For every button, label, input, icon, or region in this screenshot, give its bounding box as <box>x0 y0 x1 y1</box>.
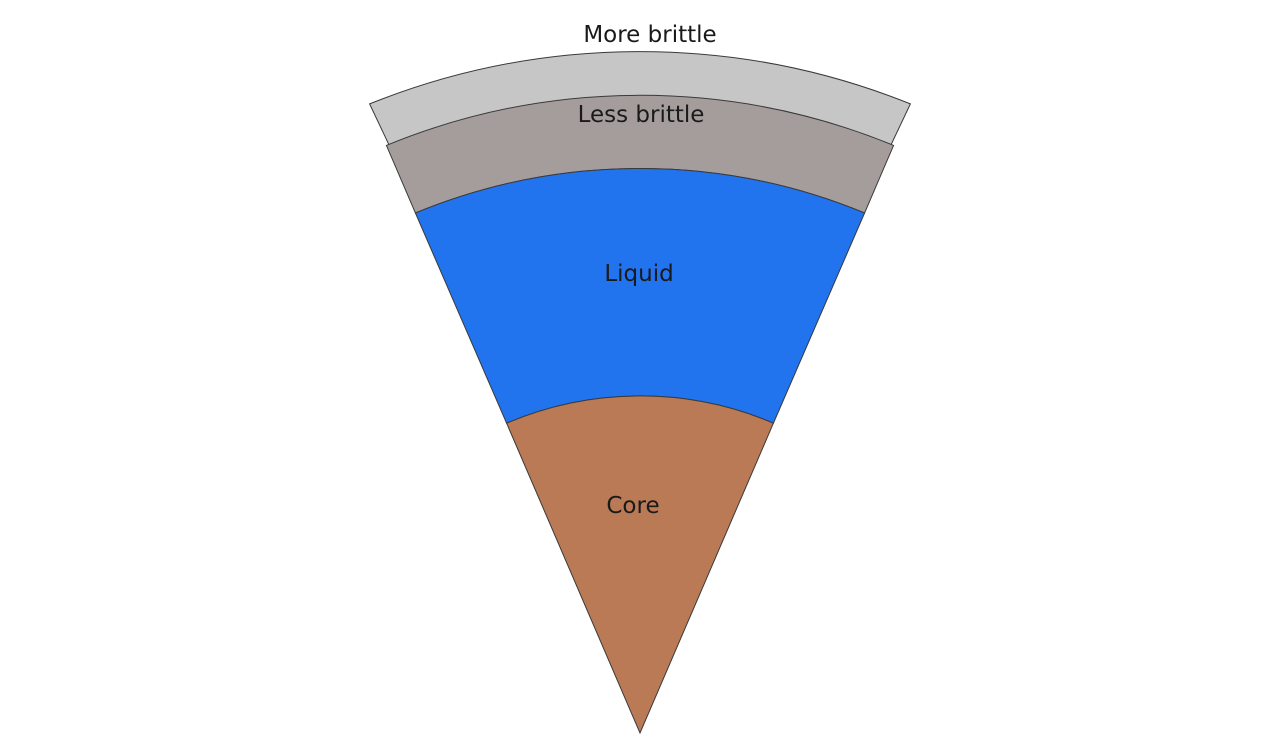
label-less-brittle: Less brittle <box>578 102 705 128</box>
label-core: Core <box>606 493 659 519</box>
label-more-brittle: More brittle <box>583 22 716 48</box>
label-liquid: Liquid <box>604 261 673 287</box>
layer-core <box>505 395 775 735</box>
layer-liquid <box>414 168 866 424</box>
